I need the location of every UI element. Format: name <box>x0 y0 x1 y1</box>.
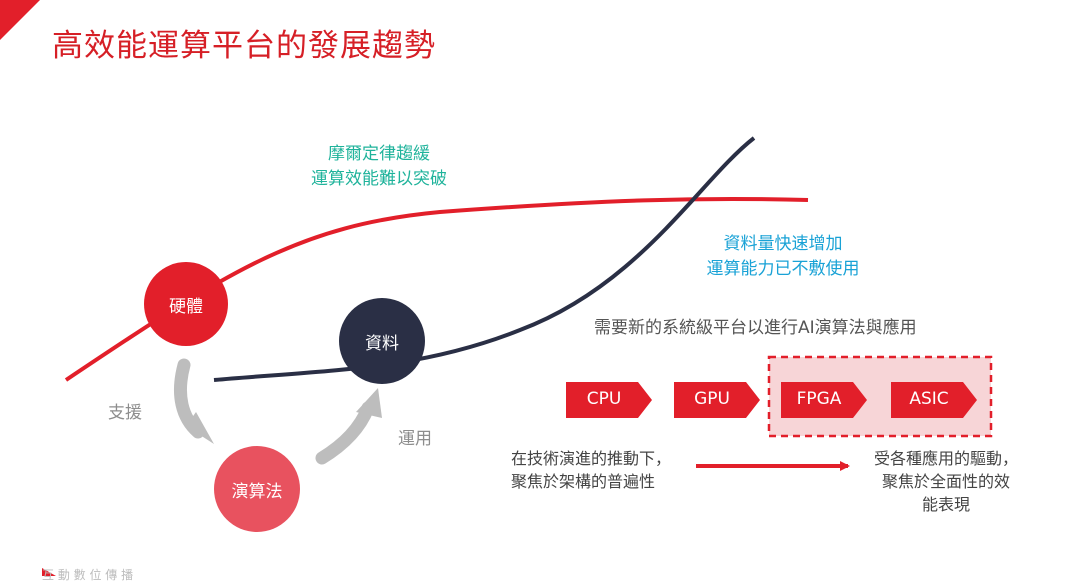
moore-note: 摩爾定律趨緩 運算效能難以突破 <box>311 144 447 189</box>
support-arrow-head <box>186 412 214 444</box>
footer-mark <box>42 568 56 576</box>
chip-fpga: FPGA <box>781 382 867 418</box>
apply-label: 運用 <box>398 429 432 449</box>
footer-text: 互 動 數 位 傳 播 <box>42 568 134 582</box>
algorithm-node: 演算法 <box>214 446 300 532</box>
specialized-note: 受各種應用的驅動， 聚焦於全面性的效 能表現 <box>873 449 1018 514</box>
general-purpose-note: 在技術演進的推動下， 聚焦於架構的普遍性 <box>511 449 672 491</box>
corner-accent <box>0 0 40 40</box>
page-title: 高效能運算平台的發展趨勢 <box>52 28 436 64</box>
support-label: 支援 <box>108 403 142 423</box>
apply-arrow-head <box>356 388 382 418</box>
platform-heading: 需要新的系統級平台以進行AI演算法與應用 <box>594 318 917 338</box>
data-curve <box>213 136 756 382</box>
apply-arrow <box>315 401 375 465</box>
chip-gpu: GPU <box>674 382 760 418</box>
hardware-node: 硬體 <box>144 262 228 346</box>
data-node: 資料 <box>339 298 425 384</box>
data-growth-note: 資料量快速增加 運算能力已不敷使用 <box>706 234 860 279</box>
chip-asic: ASIC <box>891 382 977 418</box>
chip-cpu: CPU <box>566 382 652 418</box>
